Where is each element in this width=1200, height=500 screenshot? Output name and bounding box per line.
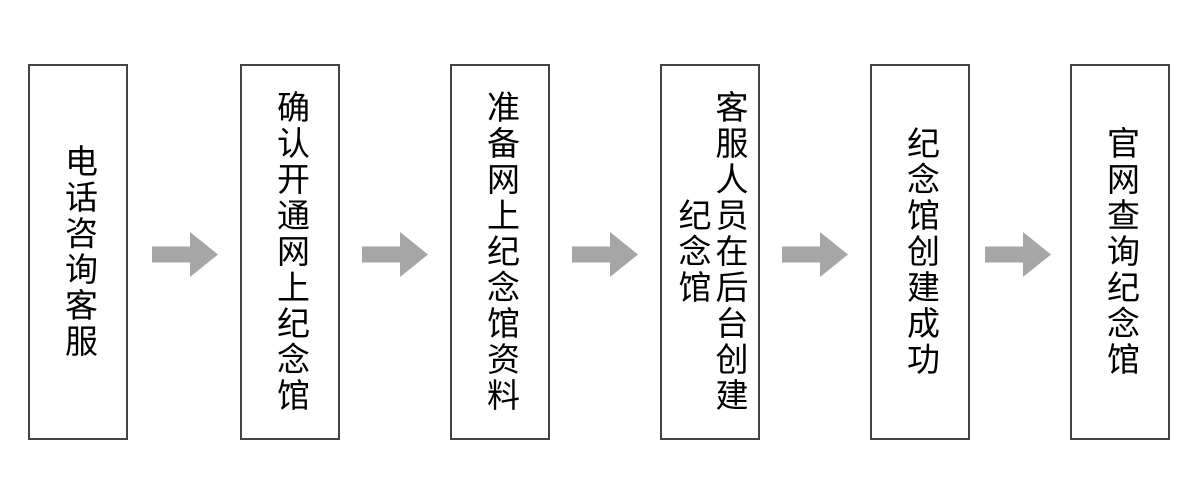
arrow-right-icon bbox=[152, 232, 218, 277]
arrow-right-icon bbox=[782, 232, 848, 277]
flow-node-step-4[interactable]: 客服人员在后台创建纪念馆 bbox=[660, 64, 760, 440]
flow-node-step-6[interactable]: 官网查询纪念馆 bbox=[1070, 64, 1170, 440]
flow-node-step-5[interactable]: 纪念馆创建成功 bbox=[870, 64, 970, 440]
flow-node-label: 确认开通网上纪念馆 bbox=[272, 90, 310, 414]
flow-node-label: 电话咨询客服 bbox=[60, 144, 98, 360]
flow-node-step-2[interactable]: 确认开通网上纪念馆 bbox=[240, 64, 340, 440]
arrow-right-icon bbox=[985, 232, 1051, 277]
flow-node-label: 准备网上纪念馆资料 bbox=[482, 90, 520, 414]
flow-node-label: 客服人员在后台创建纪念馆 bbox=[674, 90, 748, 414]
flow-node-label: 纪念馆创建成功 bbox=[902, 126, 940, 378]
flow-node-label: 官网查询纪念馆 bbox=[1102, 126, 1140, 378]
flow-node-step-3[interactable]: 准备网上纪念馆资料 bbox=[450, 64, 550, 440]
arrow-right-icon bbox=[572, 232, 638, 277]
arrow-right-icon bbox=[362, 232, 428, 277]
flow-node-step-1[interactable]: 电话咨询客服 bbox=[28, 64, 128, 440]
